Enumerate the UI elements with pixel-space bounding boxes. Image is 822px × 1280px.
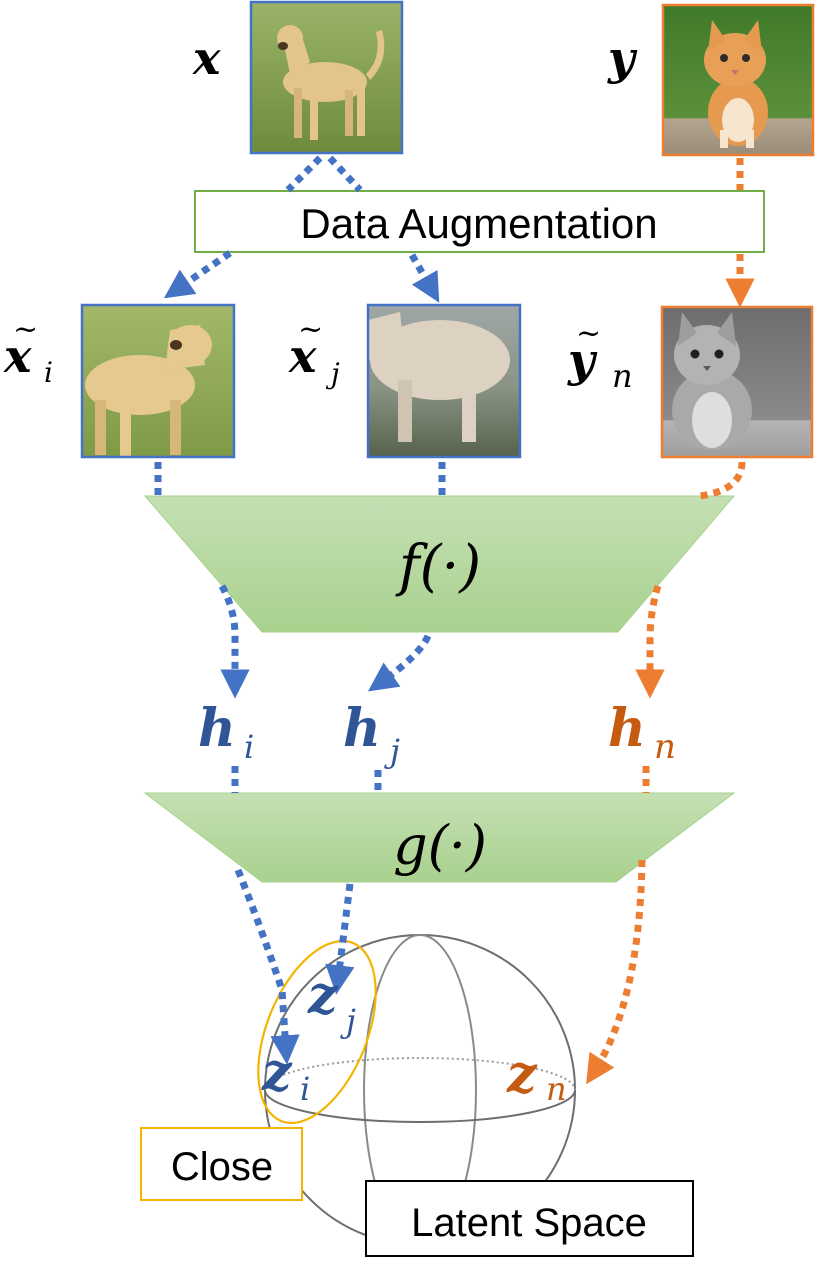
svg-text:n: n: [654, 727, 676, 767]
svg-text:n: n: [546, 1070, 567, 1108]
label-h-i: h i: [198, 698, 254, 766]
arrow-g-to-zi: [234, 868, 300, 1065]
close-label: Close: [171, 1145, 273, 1189]
svg-text:x: x: [3, 329, 32, 383]
svg-text:z: z: [506, 1044, 538, 1105]
projection-g-block: [143, 792, 736, 883]
latent-space-label-box: [365, 1180, 694, 1257]
svg-text:j: j: [384, 732, 400, 770]
svg-text:h: h: [343, 698, 381, 759]
label-x-tilde-i: x ~ i: [3, 312, 53, 389]
arrow-f-to-hj: [367, 634, 432, 692]
svg-text:~: ~: [298, 312, 323, 347]
projection-g-label: g(·): [393, 814, 487, 877]
x-label: x: [192, 31, 221, 85]
svg-text:z: z: [307, 965, 339, 1026]
arrow-g-to-zn: [586, 859, 646, 1085]
label-x-tilde-j: x ~ j: [288, 312, 340, 390]
svg-text:z: z: [261, 1042, 293, 1103]
svg-text:i: i: [244, 728, 254, 766]
arrow-f-to-hn: [635, 584, 665, 699]
kitten-image-y: [661, 3, 815, 157]
latent-space-label: Latent Space: [411, 1201, 647, 1245]
label-z-i: z i: [261, 1042, 310, 1108]
label-y-tilde-n: y ~ n: [567, 316, 633, 395]
arrow-g-to-zj: [325, 883, 355, 995]
arrow-yn-to-f: [699, 461, 746, 500]
label-z-j: z j: [307, 965, 356, 1040]
arrow-x-to-xj: [327, 155, 432, 290]
augmented-image-xi: [80, 303, 236, 459]
data-augmentation-label: Data Augmentation: [300, 200, 657, 247]
svg-text:y: y: [567, 333, 598, 387]
svg-text:~: ~: [13, 312, 38, 347]
augmented-image-xj: [366, 303, 522, 459]
label-h-j: h j: [343, 698, 400, 770]
encoder-f-label: f(·): [395, 534, 481, 599]
label-h-n: h n: [608, 698, 676, 767]
label-z-n: z n: [506, 1044, 567, 1108]
data-augmentation-box: [194, 190, 765, 253]
arrow-f-to-hi: [218, 584, 250, 699]
close-region-ellipse: [257, 939, 377, 1125]
augmented-image-yn: [660, 305, 814, 459]
svg-text:i: i: [300, 1070, 310, 1108]
svg-text:j: j: [340, 1002, 356, 1040]
svg-text:~: ~: [576, 316, 601, 351]
svg-text:x: x: [288, 329, 317, 383]
svg-text:i: i: [44, 356, 53, 389]
close-label-box: [140, 1127, 303, 1201]
svg-text:j: j: [325, 357, 340, 390]
svg-text:n: n: [612, 357, 633, 395]
svg-text:h: h: [198, 698, 236, 759]
arrow-x-to-xi: [176, 155, 323, 290]
dog-image-x: [249, 0, 404, 155]
svg-text:h: h: [608, 698, 646, 759]
y-label: y: [607, 31, 638, 85]
